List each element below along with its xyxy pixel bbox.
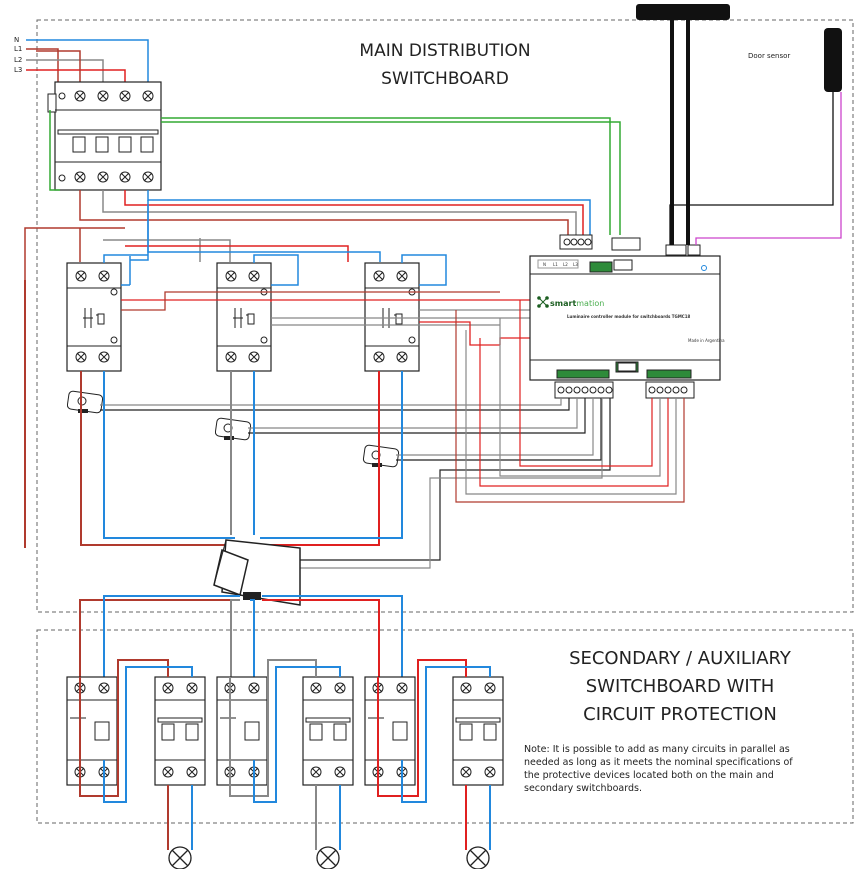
clamp-signal-wiring bbox=[100, 300, 685, 569]
door-sensor-label: Door sensor bbox=[748, 52, 790, 60]
lamp-icon-2 bbox=[316, 846, 340, 869]
contactor-icon-2 bbox=[216, 262, 272, 372]
terminal-label-l2: L2 bbox=[563, 262, 568, 267]
contactor-icon-3 bbox=[364, 262, 420, 372]
breaker-icon-1 bbox=[154, 676, 206, 786]
controller-module: N L1 L2 L3 smartmation Luminaire control… bbox=[529, 255, 725, 381]
secondary-board-outline bbox=[36, 629, 854, 824]
secondary-board-title-line1: SECONDARY / AUXILIARY bbox=[569, 648, 792, 669]
current-clamp-icon-2 bbox=[214, 417, 252, 441]
secondary-breakers bbox=[66, 676, 504, 786]
breaker-icon-2 bbox=[302, 676, 354, 786]
main-board-title-line2: SWITCHBOARD bbox=[381, 69, 509, 89]
antenna-icon bbox=[636, 4, 730, 245]
supply-label-l2: L2 bbox=[14, 56, 22, 64]
secondary-board-title-line3: CIRCUIT PROTECTION bbox=[583, 704, 777, 725]
input-terminal-block bbox=[559, 234, 701, 256]
control-wiring bbox=[121, 291, 540, 346]
neutral-link bbox=[103, 254, 447, 286]
main-breaker-icon bbox=[47, 81, 162, 191]
note-line4: secondary switchboards. bbox=[524, 783, 642, 794]
secondary-feed-wiring bbox=[79, 595, 403, 680]
bus-wiring bbox=[24, 110, 621, 280]
supply-label-l1: L1 bbox=[14, 45, 22, 53]
central-current-clamp-icon bbox=[213, 539, 301, 606]
supply-label-n: N bbox=[14, 36, 19, 44]
terminal-label-l3: L3 bbox=[573, 262, 578, 267]
current-clamp-icon-1 bbox=[66, 390, 104, 414]
made-in-label: Made in Argentina bbox=[688, 338, 725, 343]
door-sensor-icon: Door sensor bbox=[669, 28, 842, 245]
main-board-title-line1: MAIN DISTRIBUTION bbox=[359, 41, 530, 61]
smartmation-logo-icon bbox=[537, 296, 549, 308]
secondary-interconnect-wiring bbox=[79, 659, 491, 850]
contactor-icon-1 bbox=[66, 262, 122, 372]
load-wiring bbox=[24, 280, 403, 548]
terminal-label-l1: L1 bbox=[553, 262, 558, 267]
note-line3: the protective devices located both on t… bbox=[524, 770, 774, 781]
lamp-icon-3 bbox=[466, 846, 490, 869]
breaker-icon-3 bbox=[452, 676, 504, 786]
rcd-breaker-icon-1 bbox=[66, 676, 118, 786]
supply-lines: N L1 L2 L3 bbox=[14, 36, 149, 90]
note-line2: needed as long as it meets the nominal s… bbox=[524, 757, 793, 768]
note-line1: Note: It is possible to add as many circ… bbox=[524, 744, 790, 755]
current-clamp-icon-3 bbox=[362, 444, 400, 468]
terminal-label-n: N bbox=[543, 262, 546, 267]
rcd-breaker-icon-2 bbox=[216, 676, 268, 786]
lamp-icon-1 bbox=[168, 846, 192, 869]
output-terminal-block bbox=[554, 381, 695, 399]
supply-label-l3: L3 bbox=[14, 66, 22, 74]
secondary-board-title-line2: SWITCHBOARD WITH bbox=[586, 676, 775, 697]
controller-description: Luminaire controller module for switchbo… bbox=[567, 314, 691, 319]
main-board-outline bbox=[36, 19, 854, 613]
rcd-breaker-icon-3 bbox=[364, 676, 416, 786]
brand-name: smartmation bbox=[550, 299, 604, 308]
